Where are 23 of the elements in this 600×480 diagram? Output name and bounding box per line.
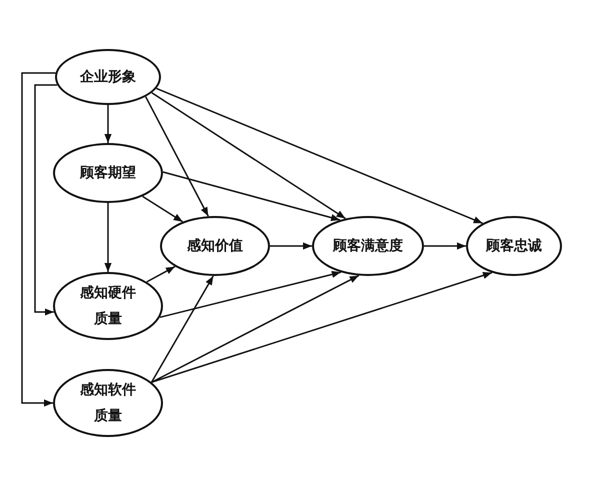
arrow: [156, 88, 483, 224]
arrow: [424, 242, 466, 250]
arrow: [104, 203, 112, 272]
ellipse-node: 企业形象: [55, 49, 161, 105]
arrow: [142, 196, 184, 222]
ellipse-node: 感知硬件质量: [53, 272, 163, 340]
arrow: [146, 266, 176, 283]
arrow: [151, 274, 360, 383]
arrow: [270, 242, 312, 250]
ellipse-node: 顾客忠诚: [466, 216, 562, 276]
arrow: [151, 92, 346, 220]
arrow: [34, 84, 58, 316]
arrow: [104, 105, 112, 143]
arrow: [145, 96, 209, 217]
ellipse-node: 顾客期望: [53, 143, 163, 203]
ellipse-node: 顾客满意度: [312, 216, 424, 276]
arrow: [21, 72, 56, 407]
arrow: [150, 276, 214, 383]
ellipse-node: 感知软件质量: [53, 369, 163, 437]
arrow: [151, 272, 492, 383]
arrow: [160, 270, 341, 318]
arrow: [162, 171, 340, 222]
ellipse-node: 感知价值: [160, 216, 270, 276]
